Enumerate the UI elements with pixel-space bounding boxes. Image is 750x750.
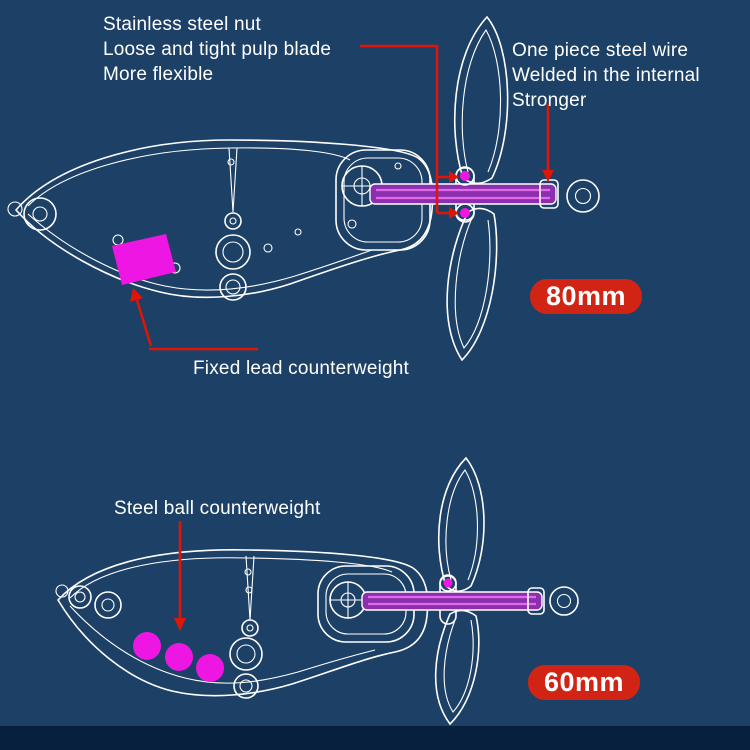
wire-nut [527, 587, 545, 615]
top-rear-eyelet [566, 179, 600, 213]
top-steel-wire [369, 179, 600, 213]
bottom-lure-drawing [55, 456, 579, 726]
size-badge-60mm: 60mm [528, 665, 640, 700]
annotation-line: Fixed lead counterweight [193, 358, 410, 379]
annotation-arrows [130, 44, 554, 631]
top-hook-hanger [215, 234, 251, 270]
arrowhead [449, 207, 459, 219]
annotation-line: Welded in the internal [512, 65, 700, 86]
steel-ball-counterweight [165, 643, 193, 671]
nut-callout-line [360, 44, 439, 213]
steel-ball-counterweight [196, 654, 224, 682]
arrowhead [174, 618, 186, 631]
arrowhead [130, 288, 143, 302]
steel-ball-label: Steel ball counterweight [114, 496, 321, 521]
arrowhead [542, 170, 554, 182]
annotation-line: One piece steel wire [512, 40, 689, 61]
annotation-line: Stronger [512, 90, 587, 111]
top-nose-eyelet [23, 197, 57, 231]
bottom-steel-wire [361, 586, 579, 616]
annotation-line: Loose and tight pulp blade [103, 39, 332, 60]
top-lure-body [7, 139, 434, 301]
bottom-lure-body [55, 548, 429, 699]
fixed-lead-counterweight [112, 234, 176, 285]
annotation-line: More flexible [103, 64, 214, 85]
annotation-top-left: Stainless steel nut Loose and tight pulp… [103, 12, 331, 87]
size-badge-80mm: 80mm [530, 279, 642, 314]
fixed-lead-label: Fixed lead counterweight [193, 356, 409, 381]
bottom-propeller [434, 456, 485, 726]
arrowhead [449, 171, 459, 183]
bottom-rear-eyelet [549, 586, 579, 616]
annotation-top-right: One piece steel wire Welded in the inter… [512, 38, 700, 113]
bottom-nose-eyelet [68, 585, 92, 609]
steel-ball-counterweight [133, 632, 161, 660]
top-lure-drawing [7, 15, 600, 362]
annotation-line: Stainless steel nut [103, 14, 261, 35]
bottom-strip [0, 726, 750, 750]
annotation-line: Steel ball counterweight [114, 498, 321, 519]
lead-callout-line [135, 299, 153, 347]
bottom-hook-hanger [229, 637, 263, 671]
bottom-stainless-nut [439, 574, 457, 592]
